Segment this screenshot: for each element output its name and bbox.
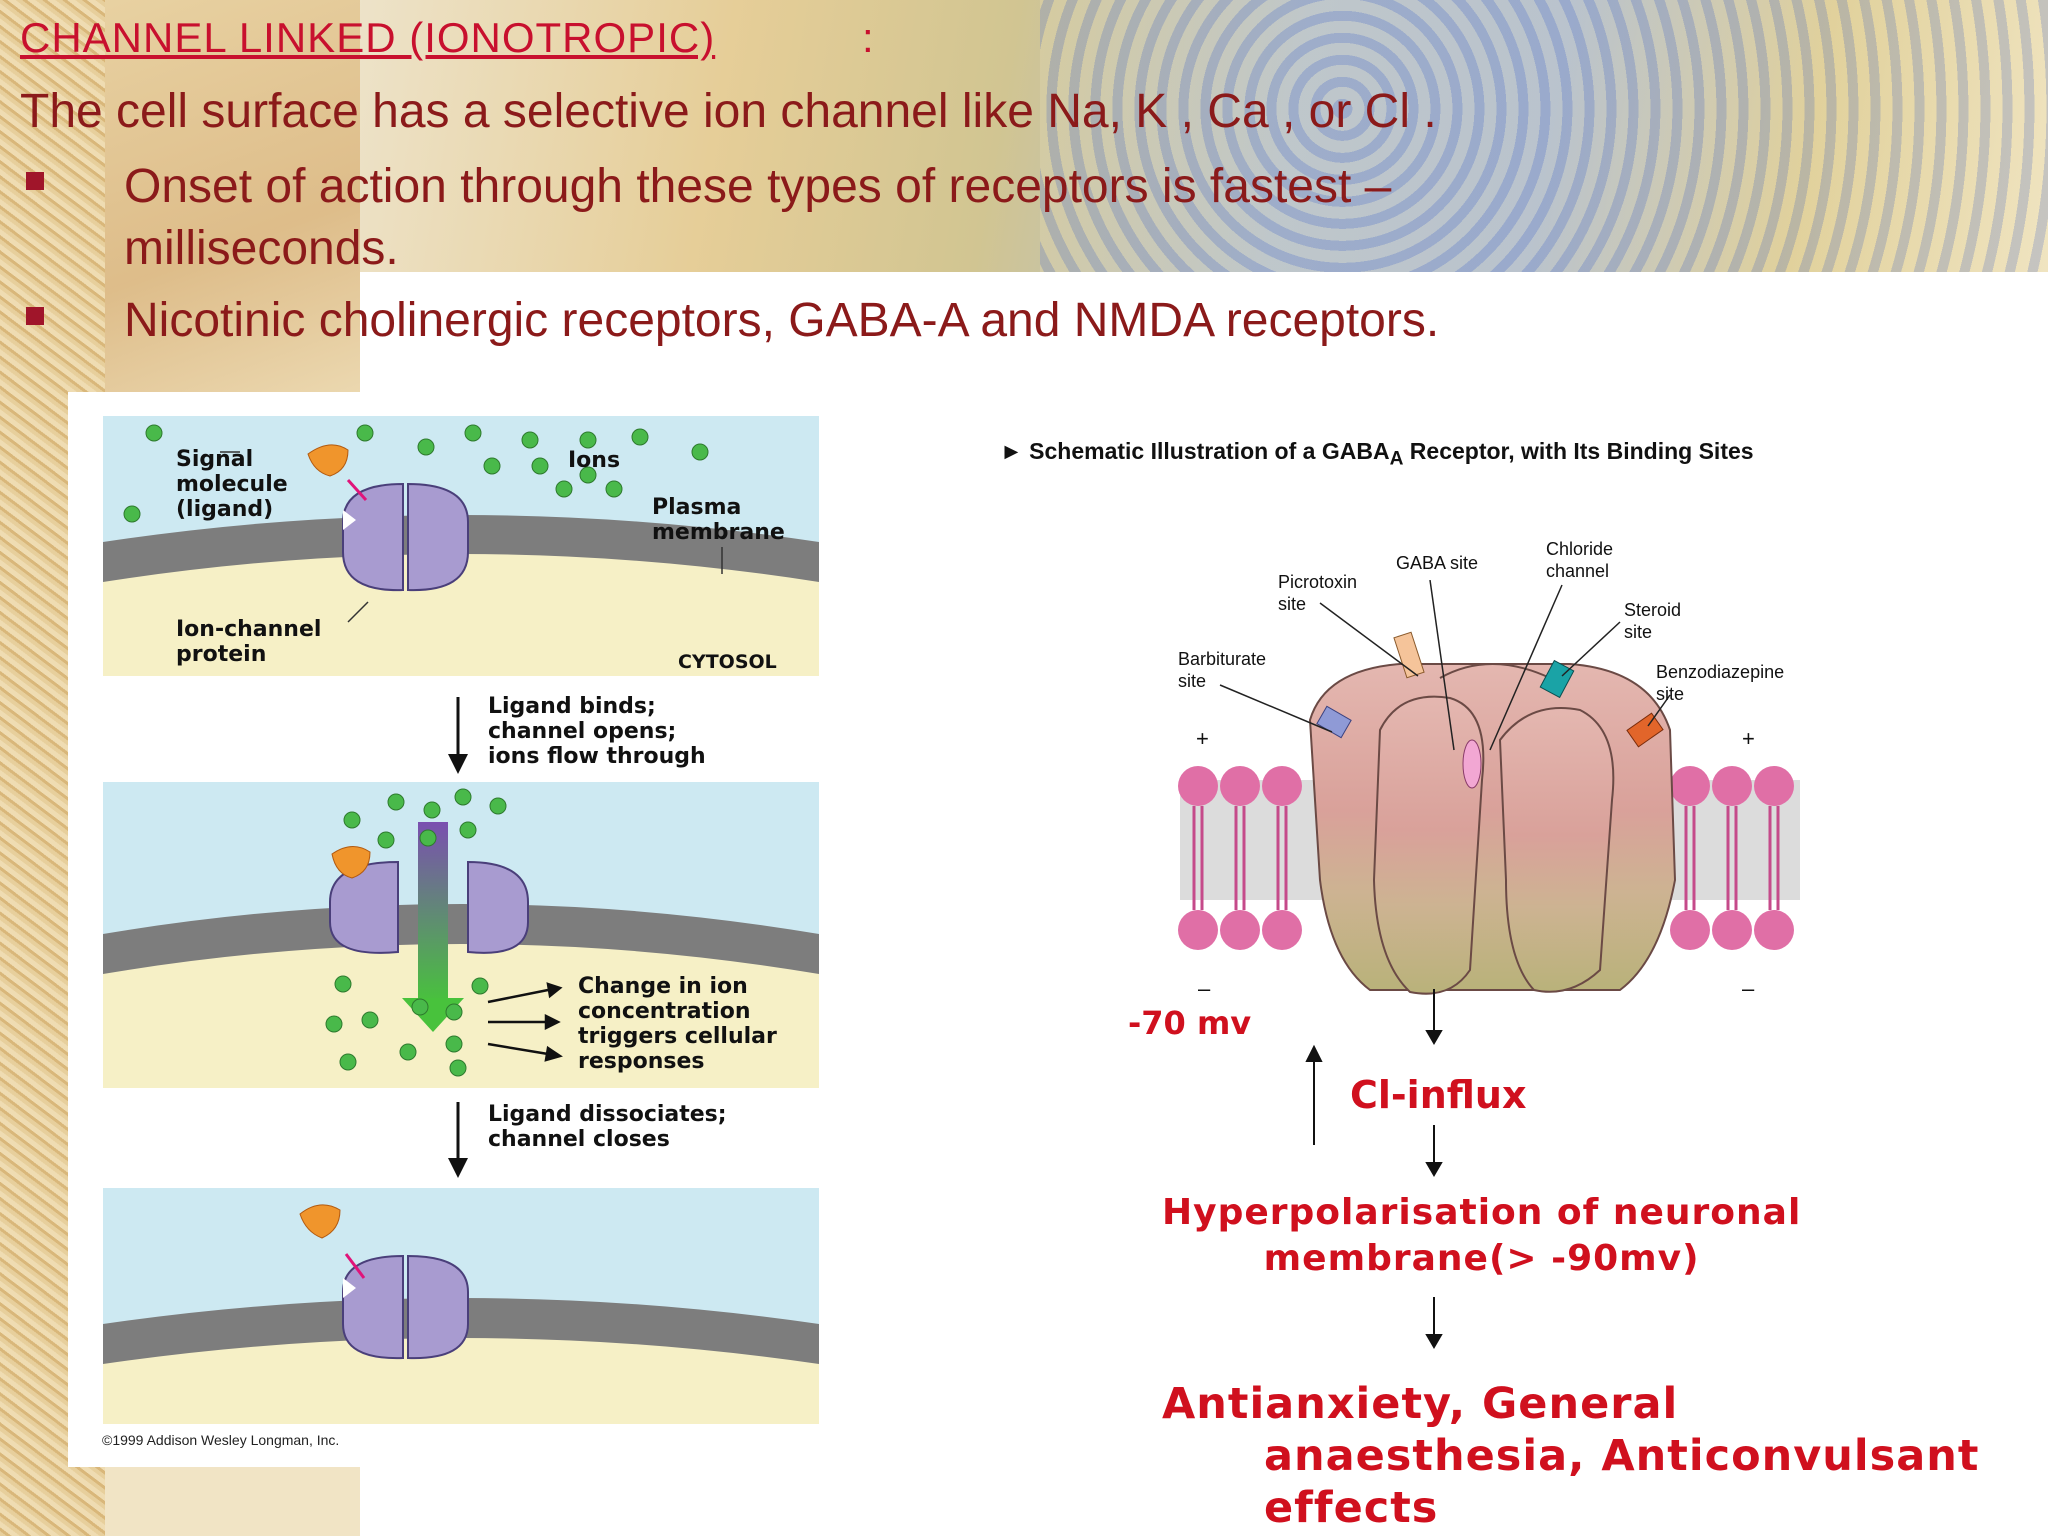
hyperpolarisation-label: Hyperpolarisation of neuronal membrane(>…	[1162, 1192, 1802, 1279]
gaba-site-label: GABA site	[1396, 553, 1479, 573]
signal-molecule-label: (ligand)	[176, 497, 274, 522]
chloride-channel-label: Chloride	[1546, 539, 1614, 559]
flow-arrows	[1305, 989, 1443, 1349]
bullet-1-line-1: Onset of action through these types of r…	[124, 160, 1392, 213]
chloride-channel-label: channel	[1546, 561, 1610, 581]
change-in-ion-label: Change in ion	[578, 974, 748, 999]
step-ligand-dissociates: Ligand dissociates;	[488, 1102, 727, 1127]
ions-label: Ions	[568, 448, 621, 473]
background-banner-top	[360, 0, 2048, 272]
change-in-ion-label: concentration	[578, 999, 751, 1024]
signal-molecule-label: molecule	[176, 472, 288, 497]
plus-sign-right: +	[1742, 726, 1755, 751]
bullet-2-text: Nicotinic cholinergic receptors, GABA-A …	[124, 294, 1440, 347]
panel-open-channel	[103, 782, 819, 1088]
ion-channel-protein-label: Ion-channel	[176, 617, 322, 642]
bullet-icon	[26, 172, 44, 190]
plasma-membrane-label: membrane	[652, 520, 785, 545]
step-ligand-binds: ions flow through	[488, 744, 706, 769]
effects-label: Antianxiety, General anaesthesia, Antico…	[1162, 1379, 1980, 1533]
intro-text: The cell surface has a selective ion cha…	[20, 85, 1437, 138]
slide-title-colon: :	[862, 14, 874, 61]
resting-potential-label: -70 mv	[1128, 1004, 1252, 1042]
barbiturate-site-label: Barbiturate	[1178, 649, 1267, 669]
steroid-site-label: Steroid	[1624, 600, 1682, 620]
bullet-1-line-2: milliseconds.	[124, 222, 399, 275]
cl-influx-label: Cl-influx	[1350, 1073, 1527, 1117]
gaba-receptor	[1308, 663, 1677, 995]
bullet-icon	[26, 307, 44, 325]
plasma-membrane-label: Plasma	[652, 495, 742, 520]
benzodiazepine-site-label: site	[1656, 684, 1685, 704]
plus-sign-left: +	[1196, 726, 1209, 751]
change-in-ion-label: triggers cellular	[578, 1024, 777, 1049]
gaba-receptor-illustration	[1178, 580, 1800, 995]
background-texture-corner	[105, 0, 360, 392]
ion-channel-protein-label: protein	[176, 642, 267, 667]
chloride-pore	[1462, 739, 1482, 789]
picrotoxin-site-label: site	[1278, 594, 1307, 614]
benzodiazepine-site-label: Benzodiazepine	[1656, 662, 1785, 682]
signal-molecule-label: Signal	[176, 447, 254, 472]
change-in-ion-label: responses	[578, 1049, 705, 1074]
minus-sign-right: –	[1742, 976, 1755, 1001]
step-ligand-binds: Ligand binds;	[488, 694, 656, 719]
steroid-site-label: site	[1624, 622, 1653, 642]
panel-ligand-released	[103, 1188, 819, 1424]
steroid-site-marker	[1539, 659, 1575, 699]
copyright-note: ©1999 Addison Wesley Longman, Inc.	[102, 1432, 340, 1448]
cytosol-label: CYTOSOL	[678, 651, 777, 673]
benzodiazepine-site-marker	[1626, 712, 1664, 748]
step-ligand-dissociates: channel closes	[488, 1127, 670, 1152]
slide-title: CHANNEL LINKED (IONOTROPIC)	[20, 14, 716, 61]
background-banner-flowers	[1040, 0, 2048, 272]
minus-sign-left: –	[1198, 976, 1211, 1001]
gaba-diagram-title: ► Schematic Illustration of a GABAA Rece…	[1000, 438, 1754, 470]
panel-closed-channel	[103, 416, 819, 676]
ion-channel-illustration	[103, 416, 819, 1424]
picrotoxin-site-label: Picrotoxin	[1278, 572, 1358, 592]
barbiturate-site-label: site	[1178, 671, 1207, 691]
step-ligand-binds: channel opens;	[488, 719, 677, 744]
